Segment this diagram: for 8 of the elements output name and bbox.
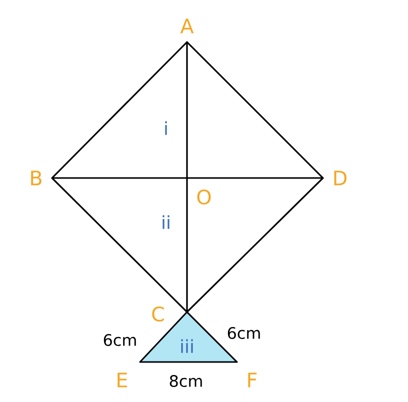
point-label: A [180, 18, 194, 34]
point-label: F [248, 372, 257, 388]
point-label: D [334, 170, 346, 186]
point-label: E [118, 372, 128, 388]
point-label: B [31, 170, 42, 186]
region-label: ii [162, 215, 170, 229]
point-label: O [197, 189, 211, 205]
region-label: i [165, 121, 167, 135]
